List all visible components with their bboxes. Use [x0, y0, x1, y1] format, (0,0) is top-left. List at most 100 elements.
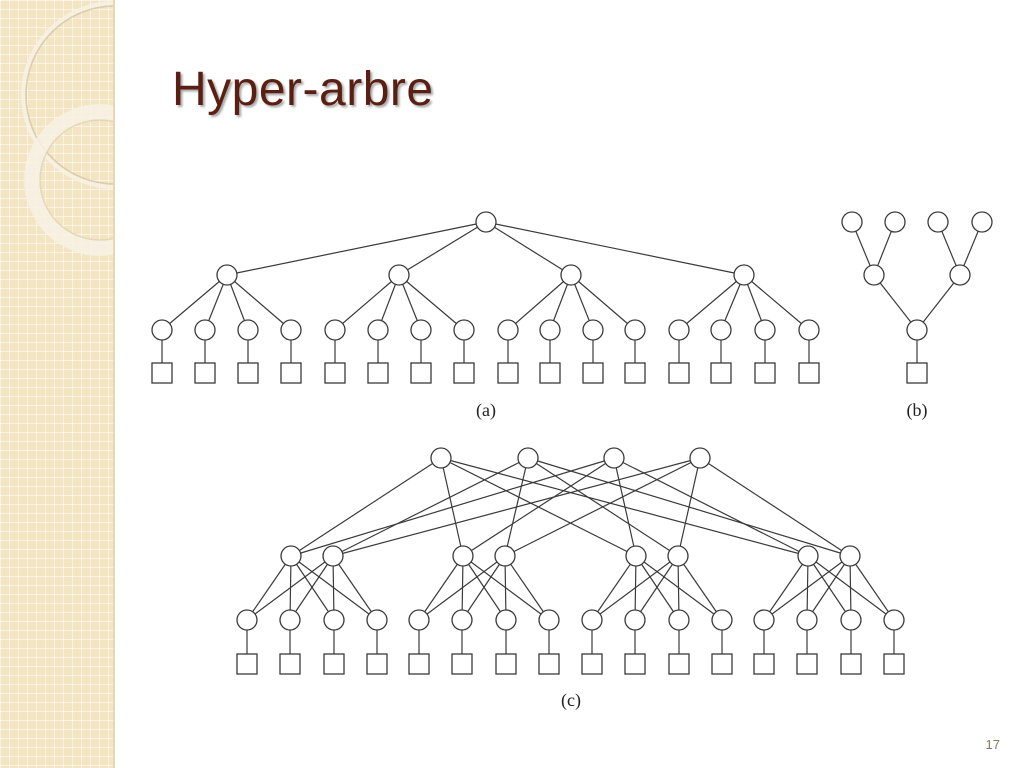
tree-edge [485, 221, 745, 276]
tree-a-leaf [194, 362, 216, 384]
tree-edge [226, 221, 487, 276]
tree-edge [332, 555, 335, 621]
tree-a-leaf [497, 362, 519, 384]
tree-edge [677, 555, 723, 621]
tree-c-node [408, 609, 430, 631]
tree-edge [332, 457, 529, 557]
tree-edge [591, 555, 637, 621]
tree-a-leaf [151, 362, 173, 384]
tree-edge [613, 457, 637, 557]
tree-edge [806, 555, 851, 621]
tree-edge [849, 555, 895, 621]
tree-c-node [280, 545, 302, 567]
tree-a-node [453, 319, 475, 341]
tree-c-node [797, 545, 819, 567]
tree-c-top-node [689, 447, 711, 469]
diagram-nodes [151, 211, 993, 675]
tree-c-node [279, 609, 301, 631]
tree-c-node [452, 545, 474, 567]
decorative-rings [21, 1, 113, 256]
tree-c-node [625, 545, 647, 567]
tree-c-top-node [517, 447, 539, 469]
tree-a-node [280, 319, 302, 341]
tree-c-node [322, 545, 344, 567]
tree-a-leaf [324, 362, 346, 384]
tree-edge [398, 221, 487, 276]
tree-b-node [949, 264, 971, 286]
tree-edge [504, 457, 701, 557]
diagram-edges [161, 221, 983, 664]
sidebar-divider [113, 0, 115, 768]
tree-a-leaf [539, 362, 561, 384]
decorative-sidebar [0, 0, 113, 768]
tree-a-leaf [280, 362, 302, 384]
tree-c-leaf [279, 653, 301, 675]
tree-a-root-node [475, 211, 497, 233]
tree-c-node [236, 609, 258, 631]
tree-c-leaf [495, 653, 517, 675]
tree-a-node [539, 319, 561, 341]
caption-c: (c) [561, 690, 581, 711]
tree-b-node [841, 211, 863, 233]
tree-edge [591, 555, 679, 621]
tree-edge [246, 555, 334, 621]
tree-b-node [927, 211, 949, 233]
tree-edge [226, 274, 292, 331]
tree-edge [699, 457, 851, 557]
tree-c-leaf [538, 653, 560, 675]
tree-a-leaf [754, 362, 776, 384]
tree-edge [246, 555, 292, 621]
tree-a-leaf [453, 362, 475, 384]
tree-edge [507, 274, 572, 331]
tree-edge [849, 555, 852, 621]
tree-a-leaf [367, 362, 389, 384]
tree-c-node [451, 609, 473, 631]
tree-c-node [883, 609, 905, 631]
tree-edge [290, 457, 442, 557]
tree-c-leaf [796, 653, 818, 675]
tree-edge [916, 274, 961, 331]
tree-c-node [494, 545, 516, 567]
tree-c-node [538, 609, 560, 631]
tree-a-node [388, 264, 410, 286]
tree-edge [634, 555, 679, 621]
tree-b-leaf [906, 362, 928, 384]
tree-edge [807, 555, 852, 621]
tree-a-leaf [624, 362, 646, 384]
tree-edge [289, 555, 334, 621]
tree-c-node [711, 609, 733, 631]
tree-a-leaf [798, 362, 820, 384]
tree-a-node [710, 319, 732, 341]
caption-b: (b) [907, 400, 928, 421]
tree-edge [504, 555, 550, 621]
tree-edge [743, 274, 810, 331]
tree-a-node [194, 319, 216, 341]
tree-a-node [582, 319, 604, 341]
tree-edge [677, 555, 680, 621]
tree-c-leaf [624, 653, 646, 675]
tree-c-leaf [581, 653, 603, 675]
tree-a-node [560, 264, 582, 286]
tree-b-node [884, 211, 906, 233]
tree-a-node [324, 319, 346, 341]
tree-c-node [624, 609, 646, 631]
tree-b-node [863, 264, 885, 286]
tree-c-node [796, 609, 818, 631]
tree-edge [873, 274, 918, 331]
tree-a-leaf [668, 362, 690, 384]
tree-edge [418, 555, 506, 621]
tree-edge [462, 457, 615, 557]
tree-edge [613, 457, 809, 557]
tree-edge [334, 274, 400, 331]
tree-edge [398, 274, 465, 331]
tree-edge [570, 274, 636, 331]
slide-title: Hyper-arbre [172, 63, 434, 116]
tree-c-node [668, 609, 690, 631]
tree-a-leaf [582, 362, 604, 384]
tree-edge [763, 555, 809, 621]
tree-a-leaf [710, 362, 732, 384]
tree-edge [332, 555, 378, 621]
tree-edge [462, 555, 507, 621]
tree-c-leaf [366, 653, 388, 675]
tree-b-node [906, 319, 928, 341]
